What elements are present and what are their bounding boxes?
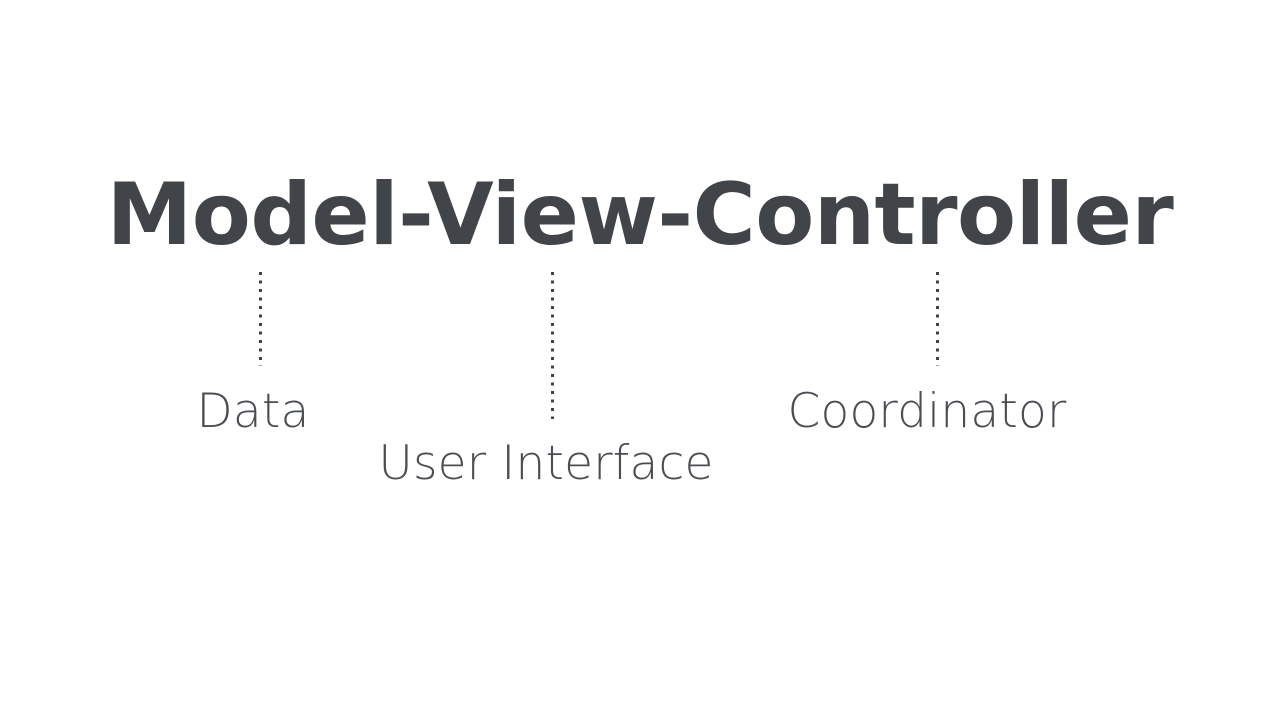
controller-label: Coordinator — [787, 384, 1067, 439]
model-label: Data — [196, 384, 310, 439]
view-connector-dotted-line — [551, 272, 554, 419]
model-connector-dotted-line — [259, 272, 262, 366]
page-title: Model-View-Controller — [106, 165, 1174, 265]
controller-connector-dotted-line — [936, 272, 939, 366]
view-label: User Interface — [378, 436, 714, 491]
